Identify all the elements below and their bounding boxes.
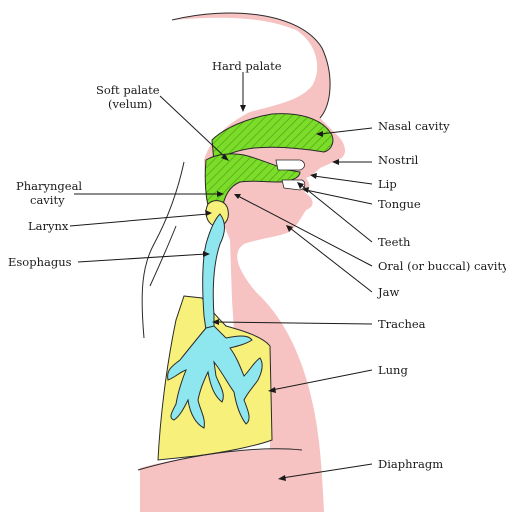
- label-teeth: Teeth: [378, 235, 411, 249]
- label-soft-palate: Soft palate: [96, 83, 160, 97]
- label-pharyngeal: Pharyngeal: [16, 179, 82, 193]
- label-lip: Lip: [378, 177, 397, 191]
- trachea-shape: [203, 214, 225, 330]
- label-jaw: Jaw: [377, 285, 399, 299]
- label-nostril: Nostril: [378, 153, 419, 167]
- label-lung: Lung: [378, 363, 408, 377]
- label-larynx: Larynx: [28, 219, 69, 233]
- label-hard-palate: Hard palate: [212, 59, 282, 73]
- label-diaphragm: Diaphragm: [378, 457, 443, 471]
- label-oral-cavity: Oral (or buccal) cavity: [378, 259, 506, 273]
- throat-back-outline: [142, 162, 184, 338]
- label-trachea: Trachea: [378, 317, 426, 331]
- label-pharyngeal-cavity: cavity: [30, 193, 65, 207]
- label-esophagus: Esophagus: [8, 255, 72, 269]
- label-velum: (velum): [108, 97, 152, 111]
- upper-teeth-shape: [276, 160, 305, 170]
- label-tongue: Tongue: [378, 197, 421, 211]
- label-nasal-cavity: Nasal cavity: [378, 119, 450, 133]
